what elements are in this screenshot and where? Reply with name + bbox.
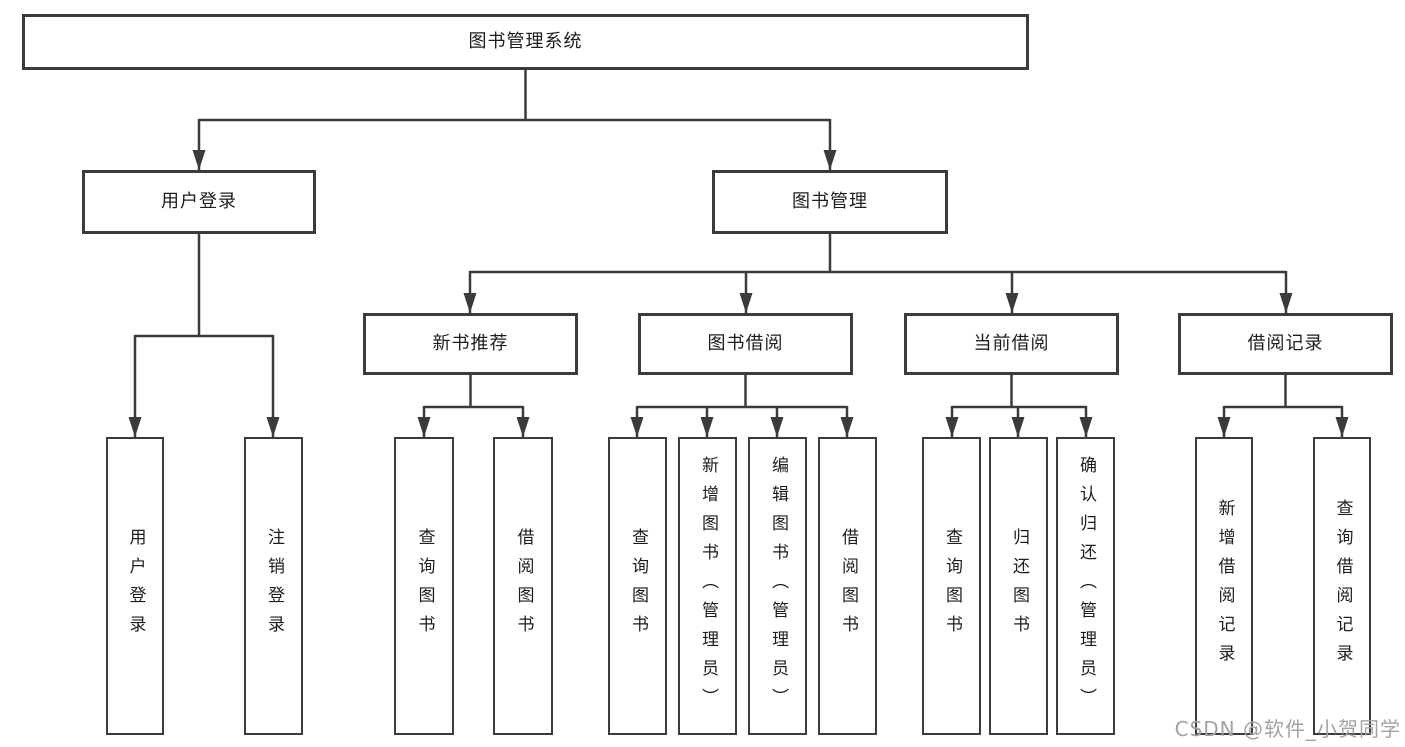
node-new-book-recommend: 新书推荐 [363,313,578,375]
node-book-borrowing: 图书借阅 [638,313,853,375]
leaf-logout: 注销登录 [244,437,303,735]
leaf-user-login: 用户登录 [106,437,164,735]
leaf-return-book: 归还图书 [989,437,1048,735]
leaf-query-books-borrowing: 查询图书 [608,437,667,735]
leaf-confirm-return-admin: 确认归还（管理员） [1056,437,1115,735]
leaf-add-book-admin: 新增图书（管理员） [678,437,737,735]
leaf-borrow-books-recommend: 借阅图书 [493,437,553,735]
leaf-add-borrow-record: 新增借阅记录 [1195,437,1253,735]
leaf-query-books-recommend: 查询图书 [394,437,454,735]
leaf-query-borrow-record: 查询借阅记录 [1313,437,1371,735]
node-borrowing-records: 借阅记录 [1178,313,1393,375]
node-current-borrowing: 当前借阅 [904,313,1119,375]
leaf-edit-book-admin: 编辑图书（管理员） [748,437,807,735]
leaf-query-books-current: 查询图书 [922,437,981,735]
leaf-borrow-books: 借阅图书 [818,437,877,735]
node-user-login: 用户登录 [82,170,316,234]
node-book-management: 图书管理 [712,170,948,234]
node-root-library-system: 图书管理系统 [22,14,1029,70]
